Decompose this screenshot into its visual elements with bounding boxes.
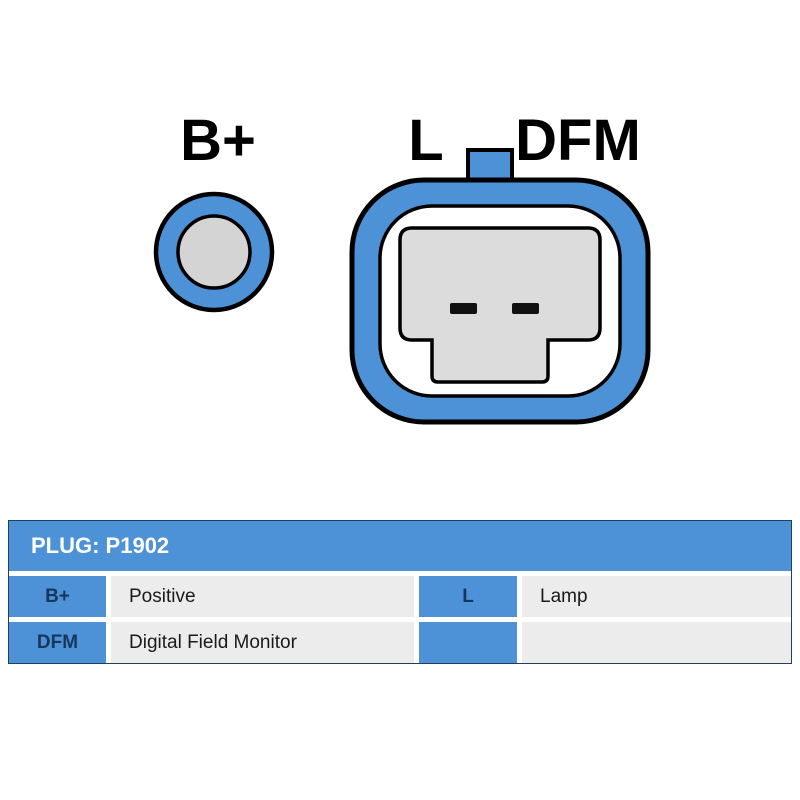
connector-pin-left [450,303,477,314]
pin-code-cell: B+ [9,576,106,617]
pin-code-cell: DFM [9,622,106,663]
pin-desc-cell: Digital Field Monitor [111,622,414,663]
plug-table-title: PLUG: P1902 [9,521,791,571]
pin-desc-cell-empty [522,622,791,663]
pin-code-cell-empty [419,622,517,663]
terminal-l-label: L [408,108,443,173]
terminal-ring-icon [153,191,275,313]
connector-pin-right [512,303,539,314]
pin-code-cell: L [419,576,517,617]
terminal-bplus-label: B+ [180,108,256,173]
connector-insert [398,226,602,384]
pin-desc-cell: Positive [111,576,414,617]
pin-desc-cell: Lamp [522,576,791,617]
connector-diagram: B+ L DFM [153,108,651,425]
plug-table: PLUG: P1902 B+ Positive L Lamp DFM Digit… [8,520,792,664]
connector-icon [349,148,651,425]
terminal-dfm-label: DFM [515,108,641,173]
